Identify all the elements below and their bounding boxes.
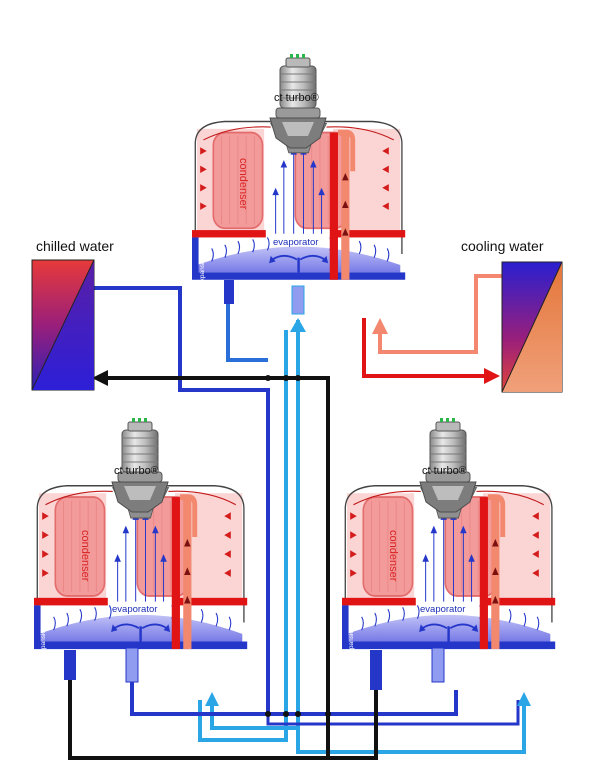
expansion-label-bottom-right: expansion bbox=[348, 626, 355, 656]
cooling-water-exchanger bbox=[501, 261, 563, 393]
junction-dot bbox=[283, 375, 289, 381]
pipe-chilled-supply bbox=[92, 286, 270, 714]
junction-dot bbox=[325, 711, 331, 717]
junction-dot bbox=[295, 711, 301, 717]
pipe-blue-return-right bbox=[266, 700, 520, 726]
junction-dot bbox=[283, 711, 289, 717]
chilled-water-label: chilled water bbox=[36, 238, 114, 254]
evaporator-label-bottom-left: evaporator bbox=[112, 604, 157, 615]
evaporator-label-top: evaporator bbox=[273, 237, 318, 248]
junction-dot bbox=[265, 711, 271, 717]
pipe-blue-return-left bbox=[130, 680, 458, 716]
junction-dot bbox=[295, 375, 301, 381]
arrow-chilled-return bbox=[92, 370, 108, 386]
brand-label-bottom-left: ct turbo® bbox=[114, 465, 159, 477]
brand-label-top: ct turbo® bbox=[274, 92, 319, 104]
cooling-water-label: cooling water bbox=[461, 238, 544, 254]
pipe-light-blue-left bbox=[198, 330, 288, 742]
pipe-light-blue-right bbox=[296, 320, 526, 754]
condenser-label-top: condenser bbox=[237, 158, 249, 210]
pipe-cooling-return bbox=[362, 318, 488, 378]
pipe-black-loop bbox=[68, 680, 378, 760]
expansion-label-bottom-left: expansion bbox=[40, 626, 47, 656]
condenser-label-bottom-right: condenser bbox=[387, 530, 399, 582]
top-unit-stub-lightblue bbox=[291, 285, 305, 315]
top-unit-stub-blue bbox=[224, 280, 234, 304]
pipe-blue-top-unit bbox=[226, 300, 268, 362]
arrow-inlet-top bbox=[290, 318, 306, 332]
bottom-left-stub-blue bbox=[125, 647, 139, 683]
brand-label-bottom-right: ct turbo® bbox=[422, 465, 467, 477]
pipe-light-blue-mid bbox=[210, 700, 298, 730]
condenser-label-bottom-left: condenser bbox=[79, 530, 91, 582]
arrow-cooling-out bbox=[484, 368, 500, 384]
arrow-inlet-left bbox=[205, 692, 219, 706]
junction-dot bbox=[265, 375, 271, 381]
evaporator-label-bottom-right: evaporator bbox=[420, 604, 465, 615]
bottom-right-stub-blue bbox=[431, 647, 445, 683]
bottom-right-stub-black bbox=[370, 650, 382, 690]
bottom-left-stub-black bbox=[64, 650, 76, 680]
arrow-inlet-right bbox=[517, 692, 531, 706]
pipe-cooling-supply bbox=[378, 274, 502, 354]
arrow-cooling-in bbox=[372, 318, 388, 334]
chilled-water-exchanger bbox=[31, 259, 95, 391]
pipe-black-main bbox=[100, 376, 330, 758]
expansion-label-top: expansion bbox=[199, 255, 206, 285]
